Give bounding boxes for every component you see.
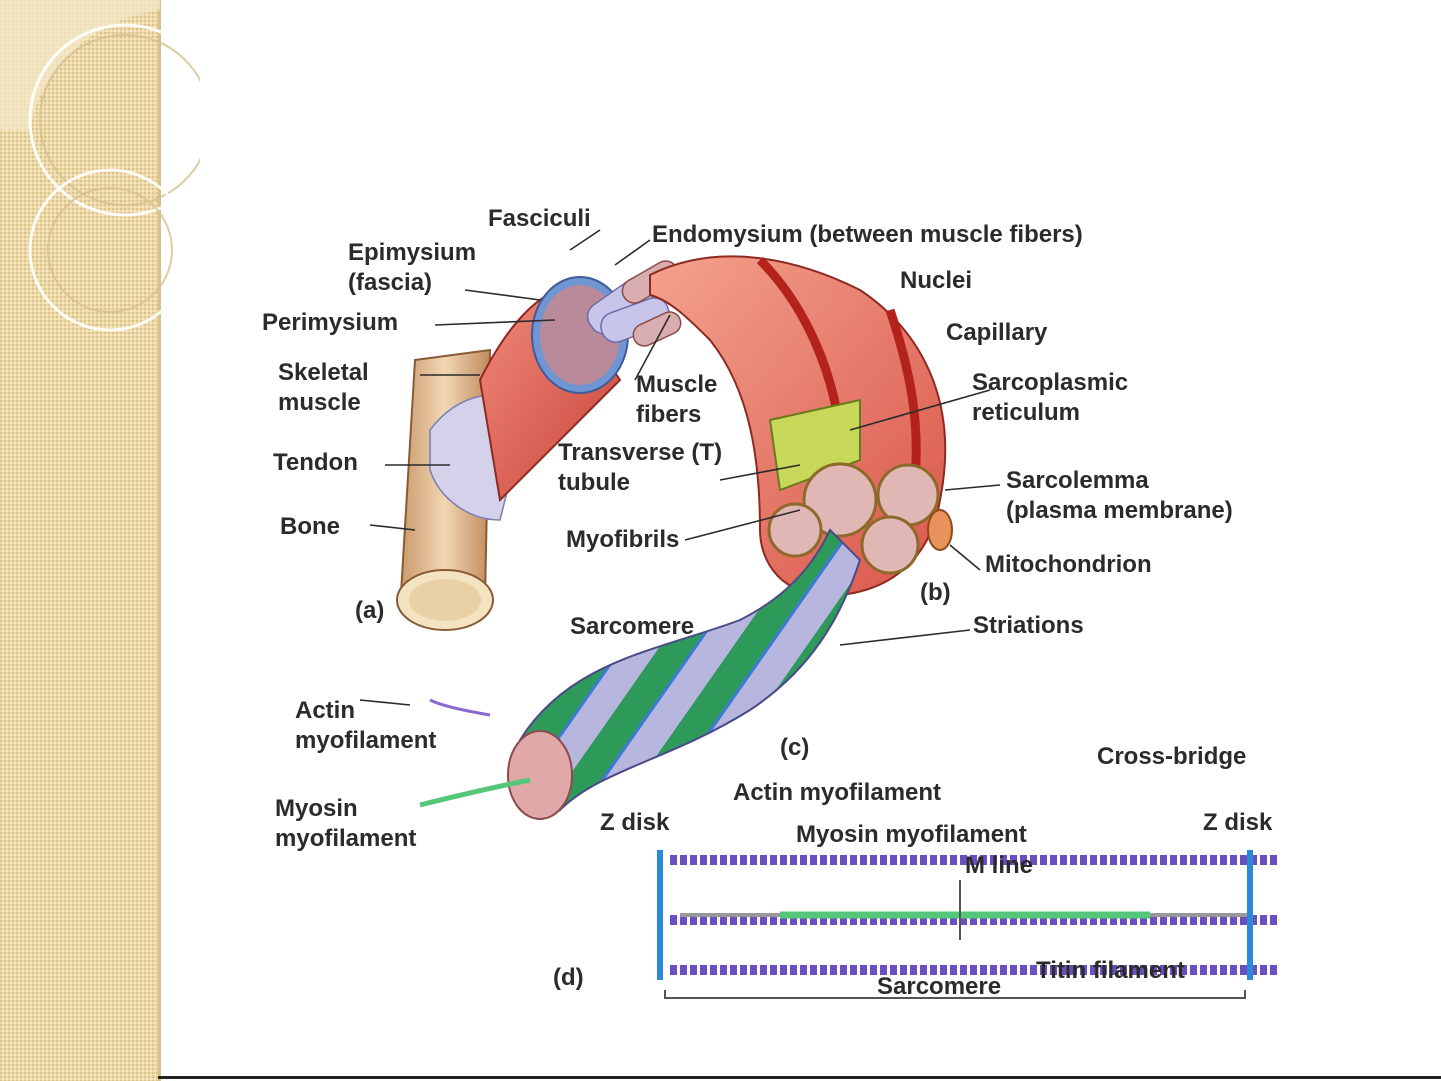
label-myosin-myofilament-line1: Myosin — [275, 795, 358, 822]
label-myofibrils: Myofibrils — [566, 526, 680, 553]
label-m-line: M line — [965, 852, 1034, 879]
leader-lines — [359, 229, 1001, 706]
myofibril-shape — [518, 528, 862, 812]
label-nuclei: Nuclei — [900, 267, 973, 294]
label-sarcolemma: Sarcolemma (plasma membrane) — [1006, 466, 1233, 526]
label-transverse-tubule-line1: Transverse (T) — [558, 439, 723, 466]
label-sarcolemma-line2: (plasma membrane) — [1006, 497, 1233, 524]
deco-circle-small — [28, 168, 192, 332]
label-sarcolemma-line1: Sarcolemma — [1006, 467, 1149, 494]
myofibril-section — [802, 462, 878, 538]
label-epimysium: Epimysium (fascia) — [348, 238, 476, 298]
label-sarcoplasmic-reticulum: Sarcoplasmic reticulum — [972, 368, 1128, 428]
label-actin-myofilament-line2: myofilament — [295, 727, 437, 754]
deco-circle-large — [28, 23, 200, 217]
myofibril-section — [860, 515, 920, 575]
label-tendon: Tendon — [273, 449, 358, 476]
label-myosin-myofilament-d: Myosin myofilament — [796, 821, 1027, 848]
label-muscle-fibers-line2: fibers — [636, 401, 702, 428]
decorative-side-band — [0, 0, 158, 1081]
label-myosin-myofilament: Myosin myofilament — [275, 794, 416, 854]
sarcomere-diagram — [657, 850, 1280, 999]
muscle-fiber-rod — [632, 311, 682, 347]
label-capillary: Capillary — [946, 319, 1048, 346]
deco-circle-large-inner — [39, 34, 200, 206]
label-panel-d: (d) — [553, 964, 584, 991]
label-striations: Striations — [973, 612, 1084, 639]
deco-circle-small-inner — [47, 187, 173, 313]
label-panel-c: (c) — [780, 734, 810, 761]
label-perimysium: Perimysium — [262, 309, 399, 336]
decorative-circles — [0, 0, 200, 332]
label-bone: Bone — [280, 513, 340, 540]
actin-filament-strand — [429, 698, 491, 717]
label-transverse-tubule: Transverse (T) tubule — [558, 438, 722, 498]
side-band-edge — [158, 0, 161, 1081]
label-cross-bridge: Cross-bridge — [1097, 743, 1247, 770]
label-skeletal-muscle-line2: muscle — [278, 389, 361, 416]
label-transverse-tubule-line2: tubule — [558, 469, 630, 496]
label-actin-myofilament: Actin myofilament — [295, 696, 436, 756]
muscle-structure-figure: Fasciculi Endomysium (between muscle fib… — [240, 200, 1320, 1010]
sarcomere-bracket — [664, 990, 1246, 999]
label-myosin-myofilament-line2: myofilament — [275, 825, 417, 852]
mitochondrion-shape — [927, 509, 953, 551]
label-sarcomere-bottom: Sarcomere — [877, 973, 1002, 1000]
label-sarcoplasmic-reticulum-line2: reticulum — [972, 399, 1081, 426]
label-epimysium-line2: (fascia) — [348, 269, 433, 296]
label-endomysium: Endomysium (between muscle fibers) — [652, 221, 1083, 248]
label-actin-myofilament-line1: Actin — [295, 697, 355, 724]
label-mitochondrion: Mitochondrion — [985, 551, 1152, 578]
label-sarcomere-top: Sarcomere — [570, 613, 695, 640]
label-fasciculi: Fasciculi — [488, 205, 591, 232]
label-sarcoplasmic-reticulum-line1: Sarcoplasmic — [972, 369, 1129, 396]
label-z-disk-left: Z disk — [600, 809, 670, 836]
label-panel-b: (b) — [920, 579, 951, 606]
label-titin-filament: Titin filament — [1036, 957, 1185, 984]
bottom-rule — [158, 1076, 1441, 1079]
label-actin-myofilament-d: Actin myofilament — [733, 779, 942, 806]
label-epimysium-line1: Epimysium — [348, 239, 477, 266]
capillary-vessel — [885, 308, 921, 481]
label-panel-a: (a) — [355, 597, 385, 624]
myofibril-section — [767, 502, 823, 558]
label-skeletal-muscle-line1: Skeletal — [278, 359, 369, 386]
myosin-filament-strand — [419, 777, 531, 808]
label-muscle-fibers: Muscle fibers — [636, 370, 717, 430]
deco-arc-fill — [0, 0, 160, 130]
label-z-disk-right: Z disk — [1203, 809, 1273, 836]
label-skeletal-muscle: Skeletal muscle — [278, 358, 369, 418]
label-muscle-fibers-line1: Muscle — [636, 371, 718, 398]
myofibril-end — [507, 730, 573, 820]
muscle-illustration — [359, 229, 1280, 999]
